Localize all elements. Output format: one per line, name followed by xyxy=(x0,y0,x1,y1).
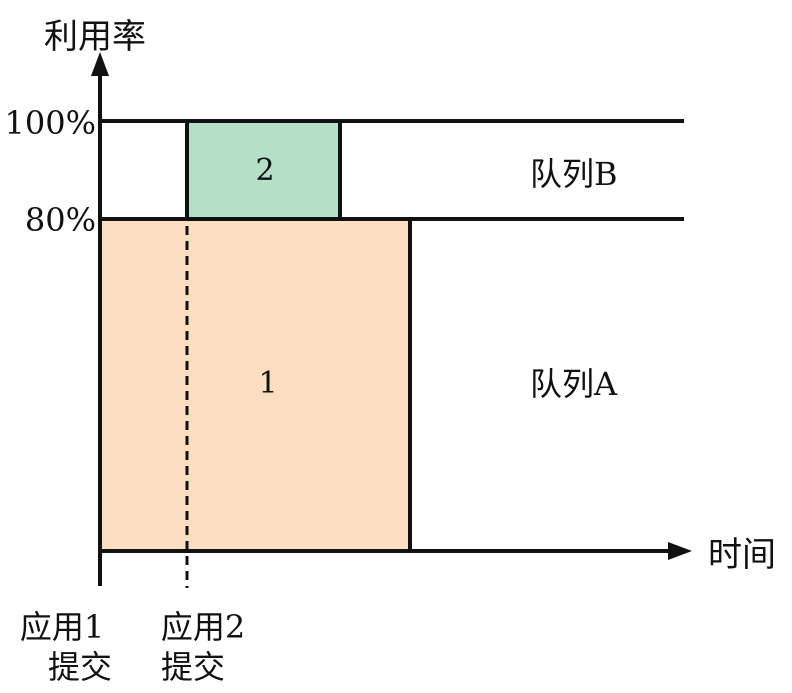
app2-block-label: 2 xyxy=(255,153,274,188)
app1-block-label: 1 xyxy=(258,366,277,401)
app1-submit-label-line1: 应用1 xyxy=(20,608,104,646)
x-axis-arrow-icon xyxy=(668,542,692,560)
y-axis-arrow-icon xyxy=(91,52,109,76)
x-axis-title: 时间 xyxy=(708,535,776,575)
tick-label-80: 80% xyxy=(25,201,96,239)
app2-submit-label-line1: 应用2 xyxy=(161,608,245,646)
queue-b-label: 队列B xyxy=(530,155,618,193)
tick-label-100: 100% xyxy=(5,104,96,142)
app2-submit-label-line2: 提交 xyxy=(161,648,225,686)
app1-block xyxy=(98,217,412,553)
queue-a-label: 队列A xyxy=(530,365,618,403)
app1-submit-label-line2: 提交 xyxy=(48,648,112,686)
y-axis-title: 利用率 xyxy=(44,17,146,57)
